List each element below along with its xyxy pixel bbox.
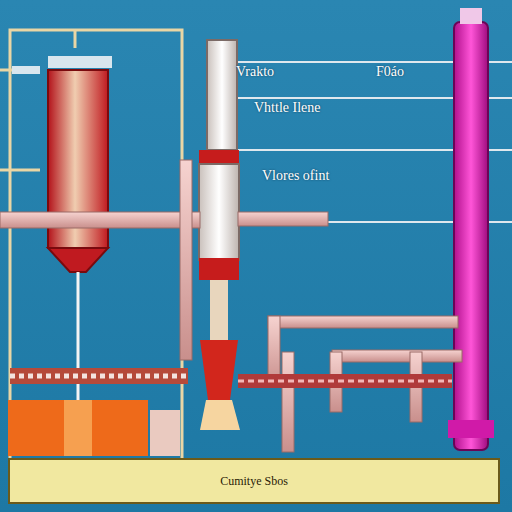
diagram-label: Vhttle Ilene (254, 100, 320, 116)
diagram-label: Vlores ofint (262, 168, 329, 184)
conveyor (8, 368, 452, 456)
band-caption: Cumitye Sbos (220, 474, 288, 489)
red-column (48, 70, 108, 455)
diagram-label: Vrakto (236, 64, 274, 80)
magenta-column (448, 8, 494, 450)
support-frame (0, 30, 182, 460)
base-band: Cumitye Sbos (8, 458, 500, 504)
white-column (199, 40, 240, 430)
diagram-label: F0áo (376, 64, 404, 80)
